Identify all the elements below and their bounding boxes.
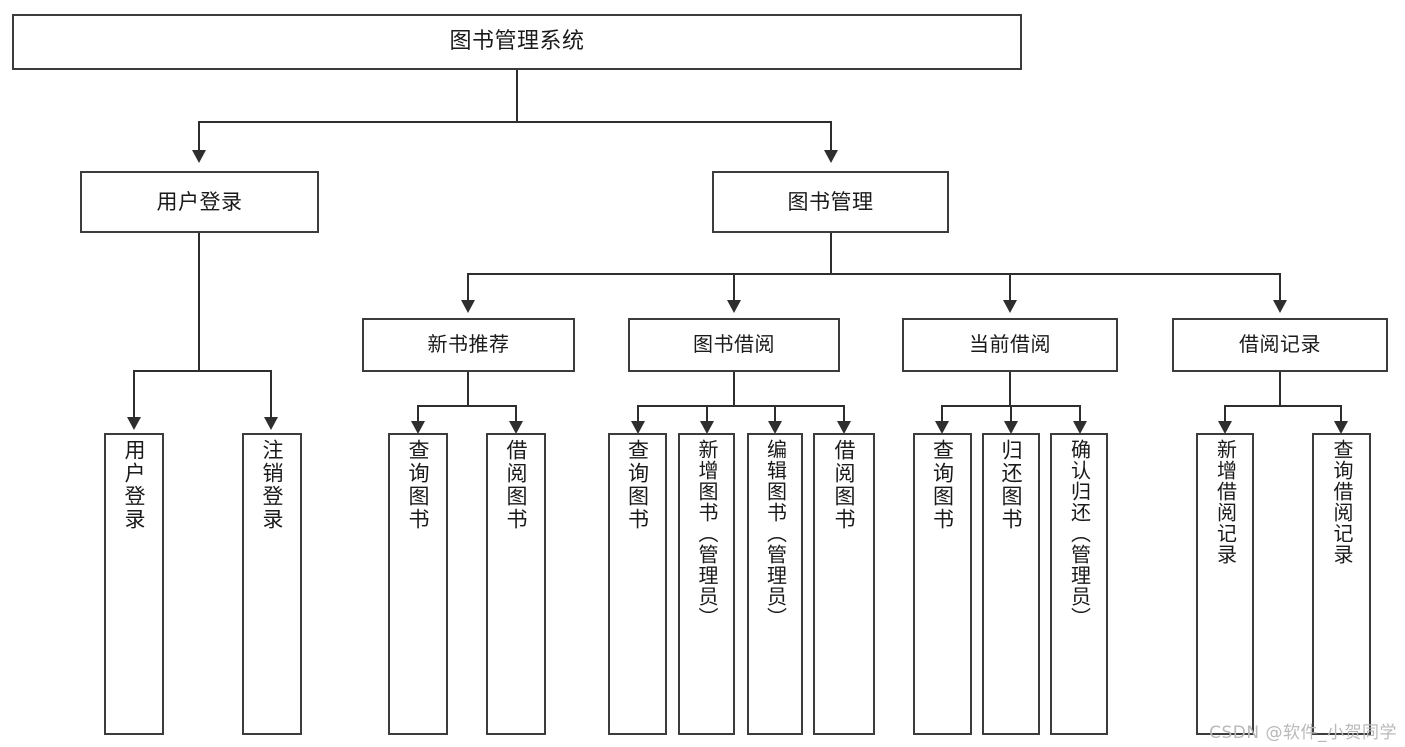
node-label: 借阅图书 [832, 439, 857, 531]
arrow-cb-query [935, 421, 949, 434]
leaf-cb-query-book[interactable]: 查询图书 [913, 433, 972, 735]
node-label: 图书管理 [787, 189, 874, 214]
node-borrow-record[interactable]: 借阅记录 [1172, 318, 1388, 372]
connector-borrow-record-stem [1279, 372, 1281, 406]
arrow-nb-borrow [509, 421, 523, 434]
arrow-leaf-logout [264, 417, 278, 430]
leaf-cb-confirm-return[interactable]: 确认归还（管理员） [1050, 433, 1108, 735]
arrow-cb-confirm [1073, 421, 1087, 434]
leaf-br-add-record[interactable]: 新增借阅记录 [1196, 433, 1254, 735]
node-label: 用户登录 [122, 439, 147, 531]
node-label: 借阅记录 [1239, 332, 1321, 357]
connector-drop-cb-query [941, 405, 943, 425]
arrow-new-book [461, 300, 475, 313]
arrow-current-borrow [1003, 300, 1017, 313]
connector-book-manage-stem [830, 233, 832, 274]
node-root-system[interactable]: 图书管理系统 [12, 14, 1022, 70]
leaf-bb-query-book[interactable]: 查询图书 [608, 433, 667, 735]
connector-drop-nb-borrow [515, 405, 517, 425]
connector-drop-br-query [1340, 405, 1342, 425]
node-label: 新增图书（管理员） [695, 439, 719, 628]
connector-drop-book-borrow [733, 273, 735, 301]
connector-drop-cb-confirm [1079, 405, 1081, 425]
node-label: 用户登录 [156, 189, 243, 214]
leaf-cb-return-book[interactable]: 归还图书 [982, 433, 1040, 735]
node-new-book-recommend[interactable]: 新书推荐 [362, 318, 575, 372]
leaf-user-login[interactable]: 用户登录 [104, 433, 164, 735]
node-label: 查询图书 [930, 439, 955, 531]
leaf-bb-add-book[interactable]: 新增图书（管理员） [678, 433, 735, 735]
arrow-book-manage [824, 150, 838, 163]
arrow-cb-return [1004, 421, 1018, 434]
node-label: 查询借阅记录 [1330, 439, 1354, 565]
arrow-bb-edit [768, 421, 782, 434]
arrow-bb-lend [837, 421, 851, 434]
connector-level2-bus [467, 273, 1281, 275]
connector-drop-bb-add [706, 405, 708, 425]
node-current-borrow[interactable]: 当前借阅 [902, 318, 1118, 372]
connector-current-borrow-stem [1009, 372, 1011, 406]
arrow-borrow-record [1273, 300, 1287, 313]
node-book-manage[interactable]: 图书管理 [712, 171, 949, 233]
node-label: 注销登录 [260, 439, 285, 531]
connector-drop-bb-edit [774, 405, 776, 425]
connector-drop-borrow-record [1279, 273, 1281, 301]
connector-drop-nb-query [417, 405, 419, 425]
node-user-login[interactable]: 用户登录 [80, 171, 319, 233]
node-label: 图书管理系统 [449, 29, 585, 55]
node-label: 归还图书 [999, 439, 1024, 531]
leaf-nb-borrow-book[interactable]: 借阅图书 [486, 433, 546, 735]
connector-drop-book-manage [830, 121, 832, 151]
leaf-bb-edit-book[interactable]: 编辑图书（管理员） [747, 433, 803, 735]
connector-level1-bus [198, 121, 832, 123]
arrow-nb-query [411, 421, 425, 434]
node-label: 新书推荐 [427, 332, 510, 357]
node-label: 查询图书 [625, 439, 650, 531]
connector-drop-leaf-user-login [133, 370, 135, 418]
arrow-bb-query [631, 421, 645, 434]
arrow-book-borrow [727, 300, 741, 313]
connector-user-login-stem [198, 233, 200, 371]
arrow-br-add [1218, 421, 1232, 434]
csdn-watermark: CSDN @软件_小贺同学 [1209, 723, 1397, 743]
leaf-bb-lend-book[interactable]: 借阅图书 [813, 433, 875, 735]
node-label: 确认归还（管理员） [1067, 439, 1092, 628]
connector-drop-new-book [467, 273, 469, 301]
node-label: 新增借阅记录 [1213, 439, 1238, 565]
leaf-logout[interactable]: 注销登录 [242, 433, 302, 735]
connector-drop-current-borrow [1009, 273, 1011, 301]
connector-borrow-record-leaf-bus [1224, 405, 1342, 407]
node-label: 当前借阅 [969, 332, 1051, 357]
arrow-br-query [1334, 421, 1348, 434]
connector-root-stem [516, 70, 518, 122]
node-label: 借阅图书 [504, 439, 529, 531]
leaf-br-query-record[interactable]: 查询借阅记录 [1312, 433, 1371, 735]
arrow-bb-add [700, 421, 714, 434]
connector-user-login-leaf-bus [133, 370, 272, 372]
node-label: 查询图书 [406, 439, 431, 531]
leaf-nb-query-book[interactable]: 查询图书 [388, 433, 448, 735]
node-book-borrow[interactable]: 图书借阅 [628, 318, 840, 372]
connector-drop-br-add [1224, 405, 1226, 425]
connector-book-borrow-stem [733, 372, 735, 406]
arrow-leaf-user-login [127, 417, 141, 430]
connector-drop-cb-return [1010, 405, 1012, 425]
connector-drop-bb-lend [843, 405, 845, 425]
connector-book-borrow-leaf-bus [637, 405, 844, 407]
node-label: 图书借阅 [693, 332, 775, 357]
connector-new-book-leaf-bus [417, 405, 517, 407]
connector-drop-leaf-logout [270, 370, 272, 418]
arrow-user-login [192, 150, 206, 163]
connector-new-book-stem [467, 372, 469, 406]
connector-drop-user-login [198, 121, 200, 151]
node-label: 编辑图书（管理员） [763, 439, 788, 628]
connector-drop-bb-query [637, 405, 639, 425]
